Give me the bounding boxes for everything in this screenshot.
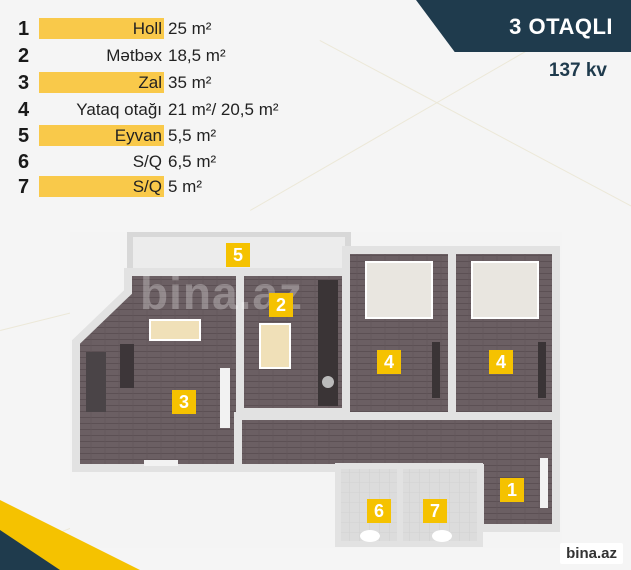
room-marker-living: 3 — [172, 390, 196, 414]
legend-value: 21 m²/ 20,5 m² — [168, 100, 279, 119]
site-logo: bina.az — [560, 543, 623, 564]
legend-highlight — [39, 176, 164, 197]
floor-plan — [70, 232, 562, 548]
legend-value: 5,5 m² — [168, 126, 217, 145]
room-marker-bedroom-2: 4 — [489, 350, 513, 374]
legend-highlight — [39, 125, 164, 146]
room-marker-holl: 1 — [500, 478, 524, 502]
apartment-type-title: 3 OTAQLI — [509, 14, 613, 39]
legend-number: 2 — [18, 45, 30, 67]
legend-row: 4 Yataq otağı 21 m²/ 20,5 m² — [0, 98, 330, 121]
legend-value: 35 m² — [168, 73, 212, 92]
legend-number: 6 — [18, 151, 30, 173]
room-marker-balcony: 5 — [226, 243, 250, 267]
legend-number: 5 — [18, 125, 30, 147]
legend-row: 6 S/Q 6,5 m² — [0, 150, 330, 173]
legend-number: 1 — [18, 18, 30, 40]
corner-decoration — [0, 530, 60, 570]
title-badge — [416, 0, 631, 52]
room-marker-bedroom-1: 4 — [377, 350, 401, 374]
room-marker-bathroom-7: 7 — [423, 499, 447, 523]
legend-label: Zal — [138, 73, 162, 92]
legend-number: 7 — [18, 176, 30, 198]
legend-value: 5 m² — [168, 177, 202, 196]
legend-row: 2 Mətbəx 18,5 m² — [0, 44, 330, 67]
legend-row: 5 Eyvan 5,5 m² — [0, 124, 330, 147]
legend-label: S/Q — [132, 152, 162, 171]
legend-row: 1 Holl 25 m² — [0, 17, 330, 40]
legend-row: 7 S/Q 5 m² — [0, 175, 330, 198]
legend-highlight — [39, 72, 164, 93]
legend-label: Yataq otağı — [76, 100, 162, 119]
legend-label: Mətbəx — [106, 46, 162, 65]
legend-value: 25 m² — [168, 19, 212, 38]
legend-highlight — [39, 18, 164, 39]
total-area: 137 kv — [548, 60, 607, 81]
legend-number: 4 — [18, 99, 30, 121]
room-marker-bathroom-6: 6 — [367, 499, 391, 523]
legend-label: Holl — [132, 19, 162, 38]
legend-number: 3 — [18, 72, 30, 94]
legend-row: 3 Zal 35 m² — [0, 71, 330, 94]
legend-value: 6,5 m² — [168, 152, 217, 171]
legend-label: S/Q — [132, 177, 162, 196]
legend-label: Eyvan — [114, 126, 162, 145]
room-marker-kitchen: 2 — [269, 293, 293, 317]
legend-value: 18,5 m² — [168, 46, 226, 65]
